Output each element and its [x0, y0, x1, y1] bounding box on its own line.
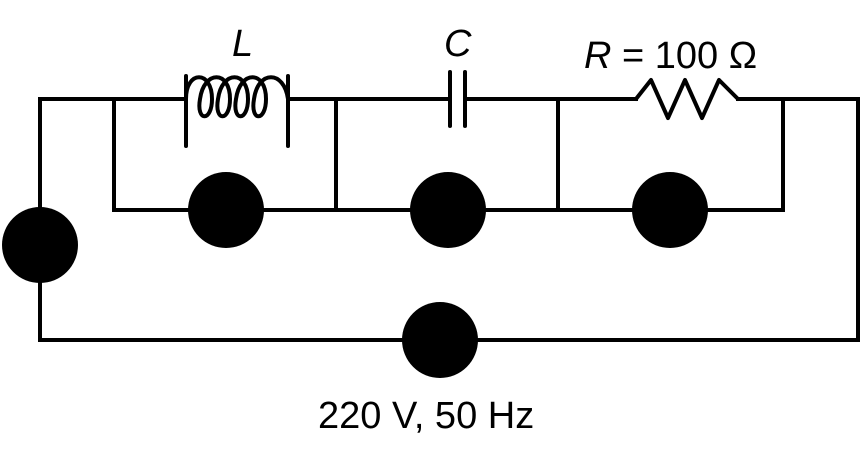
wire-branch-l-right [262, 97, 338, 212]
capacitor-symbol [448, 70, 467, 128]
wire-branch-c-right [484, 97, 560, 212]
wire-left-lower [38, 278, 407, 342]
capacitor-label: C [444, 23, 472, 65]
inductor-voltmeter [188, 172, 264, 248]
resistor-zigzag [634, 78, 740, 120]
resistor-symbol-label: R [584, 35, 611, 77]
resistor-voltmeter [632, 172, 708, 248]
resistor-label: R = 100 Ω [584, 35, 757, 77]
source-voltmeter [2, 207, 78, 283]
wiring [38, 97, 860, 342]
capacitor-voltmeter [410, 172, 486, 248]
resistor-symbol [634, 78, 740, 120]
wire-bottom-right [473, 97, 860, 342]
inductor-symbol [184, 74, 290, 148]
source-label: 220 V, 50 Hz [318, 395, 534, 437]
resistor-value-label: = 100 Ω [611, 35, 757, 77]
wire-branch-r-right [706, 97, 785, 212]
inductor-coil [184, 75, 290, 119]
ammeter [402, 302, 478, 378]
wire-branch-l [112, 97, 190, 212]
inductor-label: L [232, 23, 253, 65]
meters [2, 172, 708, 378]
